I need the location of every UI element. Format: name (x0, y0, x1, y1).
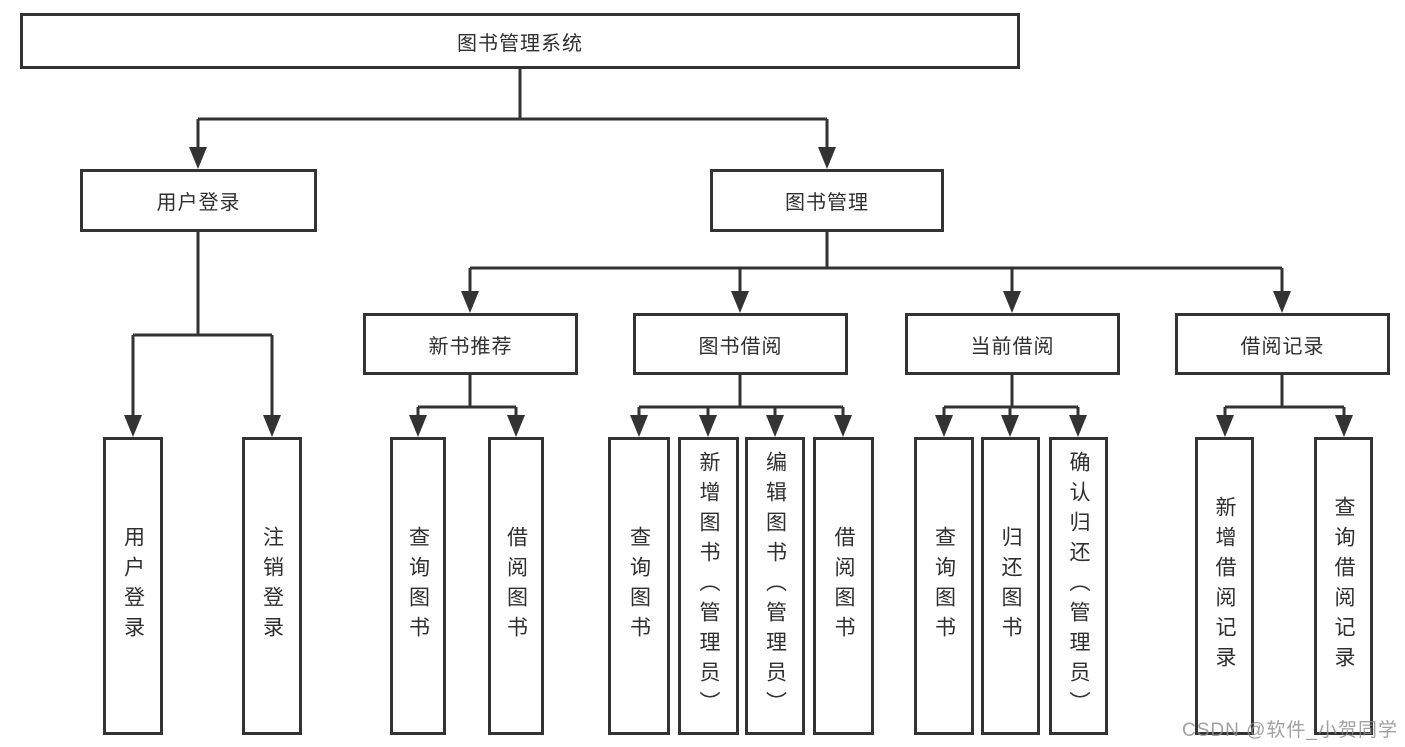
node-new-book-recommendation-label: 新书推荐 (428, 335, 513, 358)
leaf-nbr-borrow-book: 借阅图书 (488, 437, 544, 735)
leaf-nbr-query-book: 查询图书 (390, 437, 446, 735)
leaf-bb-add-book-admin-label: 新增图书（管理员） (697, 451, 720, 721)
leaf-bb-borrow-book: 借阅图书 (813, 437, 874, 735)
connector-root-to-level2 (196, 67, 829, 150)
leaf-cb-query-book: 查询图书 (914, 437, 974, 735)
leaf-bb-edit-book-admin: 编辑图书（管理员） (745, 437, 805, 735)
node-borrowing-records: 借阅记录 (1175, 313, 1390, 375)
leaf-bb-edit-book-admin-label: 编辑图书（管理员） (763, 451, 787, 721)
leaf-bb-query-book: 查询图书 (608, 437, 670, 735)
node-current-borrowing-label: 当前借阅 (970, 335, 1055, 358)
connector-newbook-to-leaves (416, 375, 518, 419)
node-book-borrowing-label: 图书借阅 (698, 335, 783, 358)
node-book-management-label: 图书管理 (785, 192, 869, 214)
leaf-cb-query-book-label: 查询图书 (932, 526, 956, 646)
node-root-label: 图书管理系统 (457, 32, 583, 55)
leaf-cb-confirm-return-admin-label: 确认归还（管理员） (1067, 451, 1090, 721)
leaf-br-add-record-label: 新增借阅记录 (1213, 496, 1236, 676)
leaf-cb-return-book-label: 归还图书 (999, 526, 1022, 646)
leaf-bb-add-book-admin: 新增图书（管理员） (678, 437, 739, 735)
leaf-user-login-label: 用户登录 (121, 526, 145, 646)
leaf-bb-query-book-label: 查询图书 (627, 526, 651, 646)
connector-current-to-leaves (942, 375, 1080, 419)
leaf-br-add-record: 新增借阅记录 (1195, 437, 1254, 735)
leaf-logout-label: 注销登录 (260, 526, 284, 646)
leaf-cb-return-book: 归还图书 (981, 437, 1040, 735)
node-new-book-recommendation: 新书推荐 (363, 313, 578, 375)
csdn-watermark: CSDN @软件_小贺同学 (1182, 720, 1398, 741)
leaf-bb-borrow-book-label: 借阅图书 (832, 526, 855, 646)
node-book-management: 图书管理 (710, 169, 944, 232)
node-user-login: 用户登录 (80, 169, 317, 232)
node-current-borrowing: 当前借阅 (905, 313, 1120, 375)
leaf-br-query-record-label: 查询借阅记录 (1332, 496, 1355, 676)
node-borrowing-records-label: 借阅记录 (1240, 335, 1325, 358)
connector-bookmgmt-to-level3 (468, 232, 1284, 295)
connector-records-to-leaves (1223, 375, 1346, 419)
node-root: 图书管理系统 (20, 13, 1020, 69)
connector-borrowing-to-leaves (637, 375, 845, 419)
leaf-logout: 注销登录 (242, 437, 302, 735)
node-user-login-label: 用户登录 (156, 192, 241, 214)
leaf-nbr-query-book-label: 查询图书 (406, 526, 430, 646)
node-book-borrowing: 图书借阅 (633, 313, 848, 375)
connector-userlogin-to-leaves (131, 232, 274, 419)
leaf-user-login: 用户登录 (103, 437, 163, 735)
leaf-br-query-record: 查询借阅记录 (1314, 437, 1373, 735)
leaf-cb-confirm-return-admin: 确认归还（管理员） (1049, 437, 1108, 735)
leaf-nbr-borrow-book-label: 借阅图书 (504, 526, 528, 646)
